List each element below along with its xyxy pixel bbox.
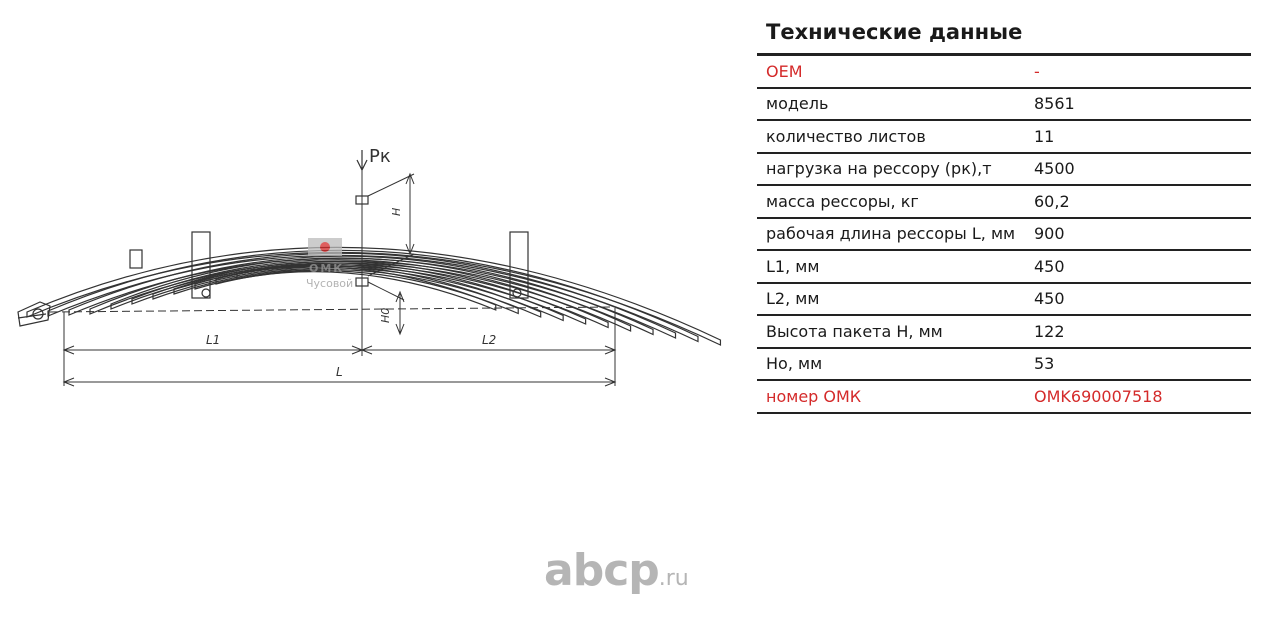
- datum-line: [49, 306, 616, 313]
- spec-row: OEM -: [757, 56, 1251, 89]
- spec-label: нагрузка на рессору (рк),т: [766, 159, 992, 179]
- dim-lines: [62, 308, 617, 387]
- spec-row: номер ОМК OMK690007518: [757, 381, 1251, 414]
- spec-row: Высота пакета H, мм 122: [757, 316, 1251, 349]
- spec-label: L1, мм: [766, 256, 820, 276]
- spec-label: масса рессоры, кг: [766, 191, 919, 211]
- spec-label: OEM: [766, 61, 803, 81]
- spec-row: количество листов 11: [757, 121, 1251, 154]
- dim-H-label: H: [390, 208, 403, 216]
- spring-eye: [17, 301, 51, 327]
- spec-value: 11: [1034, 126, 1055, 146]
- spec-value: 122: [1034, 321, 1065, 341]
- spec-label: модель: [766, 94, 829, 114]
- spec-label: номер ОМК: [766, 386, 862, 406]
- right-clip: [509, 231, 529, 299]
- spec-row: L1, мм 450: [757, 251, 1251, 284]
- watermark-brand: ОМК: [309, 262, 344, 275]
- dim-L1-label: L1: [206, 333, 220, 347]
- spec-row: нагрузка на рессору (рк),т 4500: [757, 154, 1251, 186]
- spec-label: количество листов: [766, 126, 926, 146]
- spec-value: 450: [1034, 289, 1065, 309]
- spec-value: 60,2: [1034, 191, 1070, 211]
- spec-value: 4500: [1034, 159, 1075, 179]
- spring-leaf: [152, 260, 587, 325]
- spring-leaf: [26, 246, 722, 346]
- watermark-city: Чусовой: [306, 277, 353, 290]
- dim-L-label: L: [336, 365, 343, 379]
- omk-watermark: ОМК Чусовой: [306, 238, 353, 290]
- logo-main: abcp: [544, 545, 660, 596]
- logo-tld: .ru: [658, 566, 689, 591]
- spec-table-title: Технические данные: [757, 14, 1251, 56]
- spec-row: рабочая длина рессоры L, мм 900: [757, 219, 1251, 251]
- spec-row: масса рессоры, кг 60,2: [757, 186, 1251, 219]
- watermark-dot-icon: [320, 242, 330, 252]
- spec-value: -: [1034, 61, 1040, 81]
- spec-row: модель 8561: [757, 89, 1251, 121]
- spec-label: рабочая длина рессоры L, мм: [766, 224, 1016, 244]
- spec-row: L2, мм 450: [757, 284, 1251, 316]
- spec-label: Высота пакета H, мм: [766, 321, 943, 341]
- left-clip: [129, 231, 211, 299]
- force-arrow-icon: [356, 150, 368, 172]
- dim-L2-label: L2: [482, 333, 496, 347]
- spring-leaf: [173, 262, 564, 322]
- spec-value: 900: [1034, 224, 1065, 244]
- dim-H0: [367, 281, 405, 336]
- spec-row: Ho, мм 53: [757, 349, 1251, 381]
- spec-rows: OEM - модель 8561 количество листов 11 нагрузк…: [757, 56, 1251, 414]
- dim-H: [367, 172, 415, 277]
- abcp-logo[interactable]: abcp.ru: [544, 545, 689, 596]
- spec-value: 450: [1034, 256, 1065, 276]
- spec-table: Технические данные OEM - модель 8561 количес…: [757, 14, 1251, 414]
- spring-leaf: [194, 263, 542, 318]
- spring-leaves: [26, 246, 722, 346]
- spec-label: L2, мм: [766, 289, 820, 309]
- spring-leaf: [236, 266, 497, 311]
- leaf-spring-drawing: Pк H H0 L1 L2 L ОМК Чусовой: [17, 146, 722, 387]
- spec-value: OMK690007518: [1034, 386, 1163, 406]
- spec-value: 8561: [1034, 94, 1075, 114]
- force-label: Pк: [369, 146, 391, 167]
- spec-label: Ho, мм: [766, 354, 823, 374]
- spec-value: 53: [1034, 354, 1055, 374]
- dim-H0-label: H0: [379, 308, 392, 323]
- spring-leaf: [47, 249, 699, 343]
